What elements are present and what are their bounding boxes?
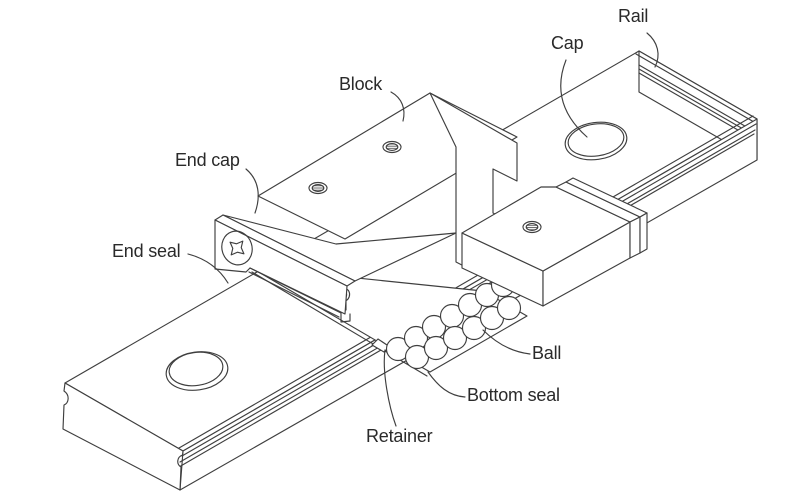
phillips-screw-icon: [221, 230, 253, 266]
block-threaded-hole: [308, 181, 328, 195]
label-end-cap: End cap: [175, 150, 240, 170]
balls: [385, 272, 522, 370]
leader-retainer: [383, 349, 397, 427]
label-bottom-seal: Bottom seal: [467, 385, 560, 405]
label-retainer: Retainer: [366, 426, 433, 446]
end-seal-far: [565, 177, 648, 254]
leader-block: [390, 91, 405, 122]
block-threaded-hole: [522, 220, 542, 234]
label-cap: Cap: [551, 33, 584, 53]
block-threaded-hole: [382, 140, 402, 154]
bottom-seal-front-edge: [248, 267, 351, 323]
label-end-seal: End seal: [112, 241, 181, 261]
leader-rail: [646, 32, 659, 68]
leader-bottom-seal: [427, 371, 466, 398]
end-seal: [214, 219, 351, 323]
rail-front-face: [62, 382, 184, 491]
leader-cap: [560, 59, 588, 138]
rail-mounting-hole: [165, 351, 229, 391]
cap-hole: [564, 121, 628, 161]
label-rail: Rail: [618, 6, 649, 26]
leader-end-seal: [187, 253, 229, 284]
label-block: Block: [339, 74, 383, 94]
leader-lines: [187, 32, 659, 427]
label-ball: Ball: [532, 343, 562, 363]
block-right-section: [461, 177, 648, 307]
leader-end-cap: [245, 168, 259, 214]
leader-ball: [482, 329, 531, 355]
end-cap-far: [555, 181, 641, 259]
